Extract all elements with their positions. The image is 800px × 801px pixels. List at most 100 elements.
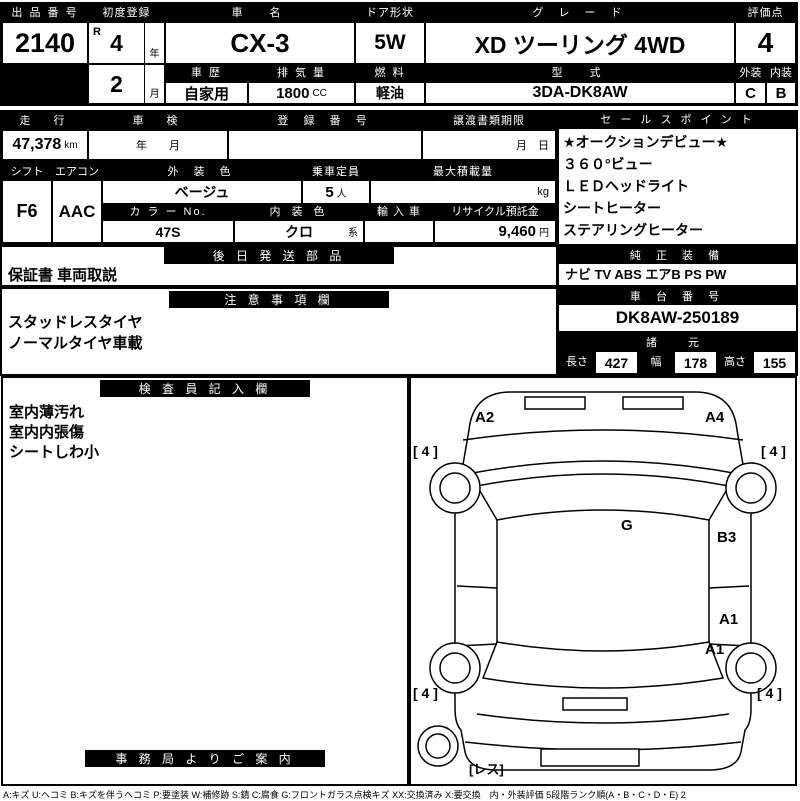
exterior-grade-label: 外装	[735, 64, 766, 82]
transfer-deadline-value: 月 日	[422, 130, 556, 160]
legend-text: A:キズ U:ヘコミ B:キズを伴うヘコミ P:要塗装 W:補修跡 S:錆 C:…	[3, 790, 686, 800]
sales-points-label: セ ー ル ス ポ イ ン ト	[559, 112, 796, 129]
specs-table: シフト エアコン F6 AAC 外 装 色 ベージュ 乗車定員 5 人 最大積載…	[0, 162, 558, 245]
damage-mark-quarter-right-1: A1	[719, 611, 738, 628]
mileage-label: 走 行	[2, 112, 88, 130]
front-bumper-segment	[524, 396, 586, 410]
exterior-grade-value: C	[735, 82, 766, 104]
length-label: 長さ	[559, 351, 595, 374]
interior-color-value: クロ 系	[234, 220, 364, 243]
import-car-value	[364, 220, 434, 243]
sales-point-item: シートヒーター	[563, 200, 661, 216]
sales-point-item: ＬＥＤヘッドライト	[563, 178, 689, 194]
office-info-label: 事 務 局 よ り ご 案 内	[85, 750, 325, 767]
import-car-label: 輸 入 車	[364, 204, 434, 220]
length-value: 427	[595, 351, 638, 374]
dimensions-label: 諸 元	[559, 335, 796, 351]
inspector-box: 検 査 員 記 入 欄 室内薄汚れ 室内内張傷 シートしわ小 事 務 局 よ り…	[1, 376, 409, 786]
spare-tire-status: [レス]	[469, 762, 504, 777]
chassis-label: 車 台 番 号	[559, 289, 796, 305]
height-value: 155	[753, 351, 796, 374]
inspection-label: 車 検	[88, 112, 228, 130]
dimensions-section: 諸 元 長さ 427 幅 178 高さ 155	[557, 333, 798, 376]
car-name-label: 車 名	[165, 4, 355, 22]
equipment-value: ナビ TV ABS エアB PS PW	[565, 267, 727, 282]
wheel-rear-left-inner	[439, 652, 471, 684]
notes-label: 注 意 事 項 欄	[169, 291, 389, 308]
later-parts-value: 保証書 車両取説	[8, 267, 118, 284]
grade-label: グ レ ー ド	[425, 4, 735, 22]
interior-color-label: 内 装 色	[234, 204, 364, 220]
model-code-value: 3DA-DK8AW	[425, 82, 735, 104]
year-unit-label: 年	[144, 23, 164, 63]
month-unit-label: 月	[144, 65, 164, 103]
first-reg-era: R	[93, 26, 101, 38]
interior-color-suffix: 系	[348, 228, 358, 239]
displacement-label: 排 気 量	[248, 64, 355, 82]
first-reg-month: 2	[110, 70, 123, 97]
inspection-value: 年 月	[88, 130, 228, 160]
capacity-number: 5	[325, 183, 334, 201]
door-split-lines	[456, 585, 750, 589]
mileage-number: 47,378	[12, 136, 62, 153]
windshield	[475, 473, 731, 521]
aircon-value: AAC	[52, 180, 102, 243]
front-bumper-segment	[622, 396, 684, 410]
recycle-deposit-label: リサイクル預託金	[434, 204, 556, 220]
blank-black-cell	[2, 64, 88, 104]
registration-no-value	[228, 130, 422, 160]
tire-depth-rear-left: [ 4 ]	[413, 685, 438, 701]
chassis-value: DK8AW-250189	[615, 308, 740, 327]
door-shape-value: 5W	[355, 22, 425, 64]
note-item: スタッドレスタイヤ	[8, 314, 143, 331]
mileage-unit: km	[64, 139, 78, 151]
wheel-front-right-inner	[735, 472, 767, 504]
history-value: 自家用	[165, 82, 248, 104]
shift-label: シフト	[2, 164, 52, 180]
first-reg-label: 初度登録	[88, 4, 165, 22]
side-mirrors	[439, 476, 767, 494]
car-body-outline	[454, 391, 752, 771]
capacity-value: 5 人	[302, 180, 370, 204]
recycle-deposit-value: 9,460 円	[434, 220, 556, 243]
displacement-value: 1800 CC	[248, 82, 355, 104]
recycle-deposit-number: 9,460	[498, 223, 536, 240]
inspector-item: シートしわ小	[9, 444, 100, 461]
roof-side-lines	[496, 520, 710, 642]
rear-window	[481, 641, 725, 689]
wheel-front-left-inner	[439, 472, 471, 504]
mileage-value: 47,378 km	[2, 130, 88, 160]
front-bumper-line	[462, 429, 744, 441]
tire-depth-rear-right: [ 4 ]	[757, 685, 782, 701]
spare-tire-inner	[425, 733, 451, 759]
later-parts-section: 後 日 発 送 部 品 保証書 車両取説	[0, 245, 558, 287]
fuel-value: 軽油	[355, 82, 425, 104]
mileage-row: 走 行 47,378 km 車 検 年 月 登 録 番 号 譲渡書類期限 月 日	[0, 110, 558, 162]
displacement-unit: CC	[312, 87, 327, 99]
interior-color-name: クロ	[285, 223, 313, 240]
displacement-number: 1800	[276, 84, 310, 102]
damage-mark-windshield: G	[621, 517, 633, 534]
first-reg-month-cell: 2 月	[88, 64, 165, 104]
inspector-item: 室内薄汚れ	[9, 404, 85, 421]
shift-value: F6	[2, 180, 52, 243]
exterior-color-value: ベージュ	[102, 180, 302, 204]
tailgate-line	[476, 713, 730, 724]
inspector-item: 室内内張傷	[9, 424, 85, 441]
sales-point-item: ★オークションデビュー★	[563, 134, 729, 150]
transfer-deadline-label: 譲渡書類期限	[422, 112, 556, 130]
recycle-deposit-unit: 円	[539, 228, 549, 239]
car-diagram: A2 A4 G B3 A1 A1 [ 4 ] [ 4 ] [ 4 ] [ 4 ]…	[413, 391, 786, 777]
exterior-color-label: 外 装 色	[102, 164, 302, 180]
sales-point-item: ステアリングヒーター	[563, 222, 703, 238]
later-parts-label: 後 日 発 送 部 品	[164, 247, 394, 264]
notes-section: 注 意 事 項 欄 スタッドレスタイヤ ノーマルタイヤ車載	[0, 287, 558, 376]
chassis-section: 車 台 番 号 DK8AW-250189	[557, 287, 798, 333]
tire-depth-front-left: [ 4 ]	[413, 443, 438, 459]
tire-depth-front-right: [ 4 ]	[761, 443, 786, 459]
sales-point-item: ３６０°ビュー	[563, 156, 653, 172]
first-reg-year: 4	[110, 29, 123, 56]
max-load-label: 最大積載量	[370, 164, 556, 180]
width-value: 178	[674, 351, 717, 374]
